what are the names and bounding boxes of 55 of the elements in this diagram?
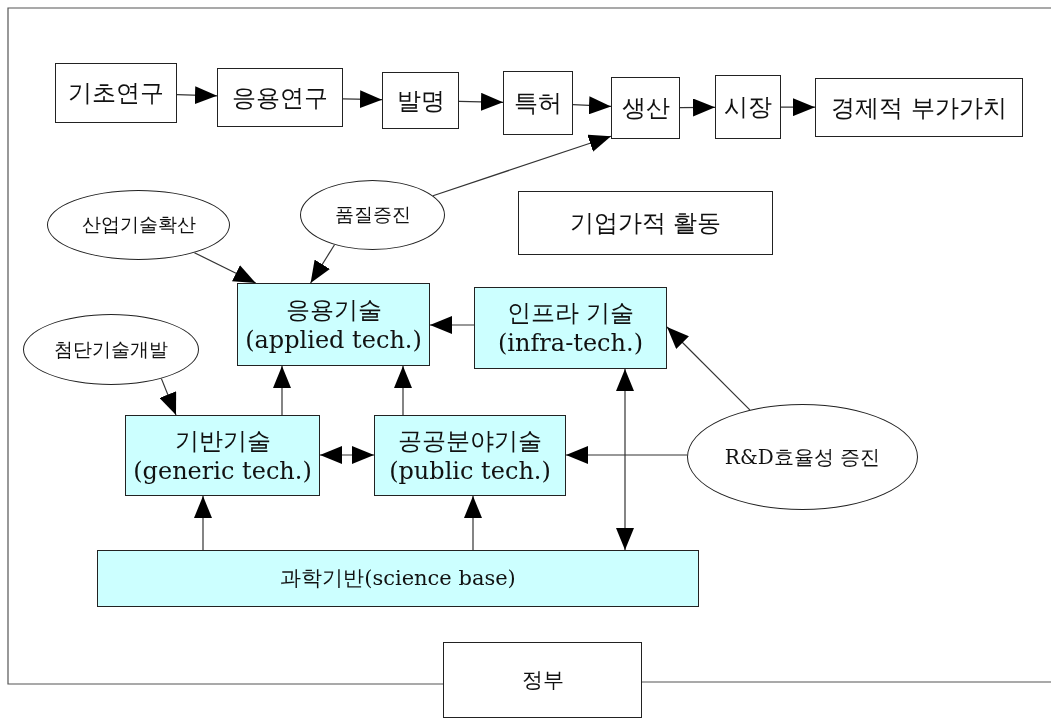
process-box bbox=[55, 63, 177, 123]
node-label: 산업기술확산 bbox=[81, 213, 196, 237]
process-box bbox=[382, 72, 459, 129]
node-label: (public tech.) bbox=[389, 455, 551, 486]
arrow bbox=[159, 378, 177, 416]
node-label: 경제적 부가가치 bbox=[831, 92, 1007, 123]
node-label: 과학기반(science base) bbox=[280, 565, 516, 592]
arrow bbox=[666, 326, 751, 411]
arrow bbox=[780, 98, 816, 117]
node-label: 공공분야기술 bbox=[398, 425, 542, 456]
double-arrow bbox=[319, 446, 375, 464]
node-label: 특허 bbox=[514, 88, 562, 118]
node-label: 기업가적 활동 bbox=[569, 208, 722, 238]
technology-box bbox=[97, 550, 699, 607]
node-label: 정부 bbox=[521, 666, 564, 694]
technology-box bbox=[374, 415, 566, 496]
arrow bbox=[458, 92, 504, 111]
node-label: 품질증진 bbox=[334, 203, 411, 227]
node-label: 응용연구 bbox=[232, 82, 328, 113]
arrow bbox=[394, 365, 412, 416]
process-box bbox=[611, 77, 680, 139]
arrow bbox=[429, 316, 475, 334]
node-label: 기반기술 bbox=[174, 425, 271, 456]
arrow bbox=[565, 446, 688, 464]
process-box bbox=[715, 75, 781, 139]
node-label: 첨단기술개발 bbox=[54, 337, 168, 362]
arrow bbox=[310, 244, 336, 284]
arrow bbox=[342, 90, 383, 109]
node-label: (generic tech.) bbox=[133, 455, 312, 486]
node-label: 시장 bbox=[724, 92, 772, 122]
node-label: (infra-tech.) bbox=[498, 328, 643, 358]
process-box bbox=[503, 71, 573, 135]
arrow bbox=[176, 86, 218, 105]
node-label: 기초연구 bbox=[68, 78, 164, 108]
process-box bbox=[815, 78, 1023, 137]
arrow bbox=[193, 252, 257, 284]
node-label: R&D효율성 증진 bbox=[724, 444, 881, 470]
node-label: 인프라 기술 bbox=[506, 298, 635, 328]
arrow bbox=[464, 495, 482, 551]
arrow bbox=[572, 96, 612, 115]
technology-box bbox=[237, 283, 430, 366]
technology-box bbox=[125, 415, 320, 496]
node-label: (applied tech.) bbox=[245, 324, 422, 355]
process-box bbox=[518, 191, 773, 255]
node-label: 응용기술 bbox=[285, 294, 382, 325]
process-box bbox=[443, 642, 642, 718]
arrow bbox=[273, 365, 291, 416]
arrow bbox=[194, 495, 212, 551]
node-label: 발명 bbox=[396, 85, 445, 116]
arrow bbox=[432, 134, 612, 197]
technology-box bbox=[474, 287, 667, 369]
node-label: 생산 bbox=[621, 93, 670, 123]
arrow bbox=[679, 98, 716, 117]
process-box bbox=[217, 68, 343, 127]
double-arrow bbox=[616, 368, 634, 551]
